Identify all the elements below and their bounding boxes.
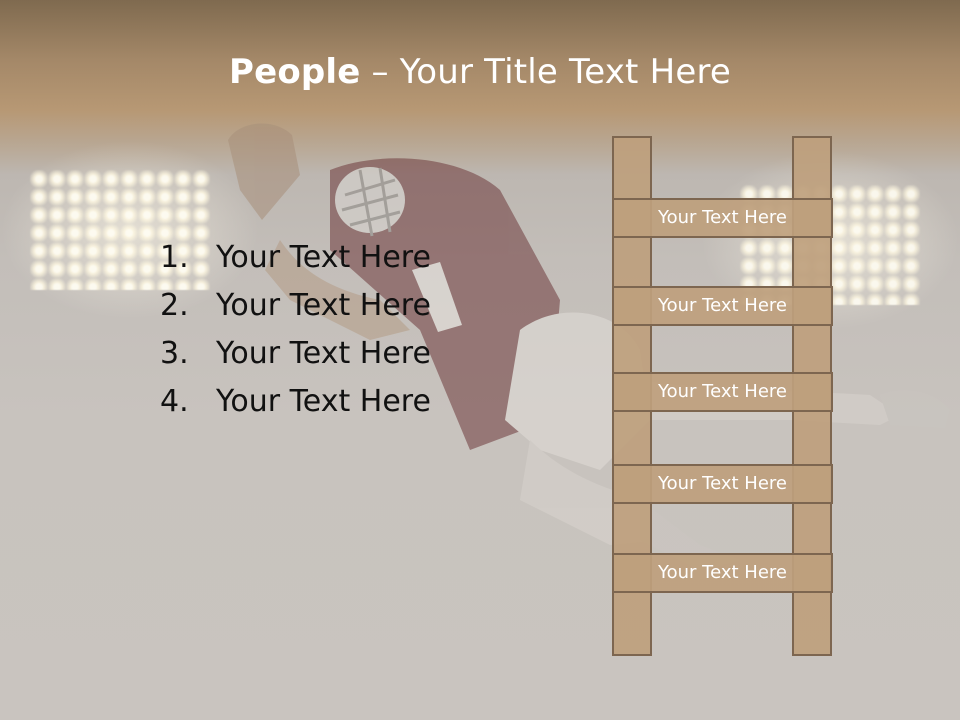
list-item-number: 2. xyxy=(160,288,189,323)
title-rest-part: – Your Title Text Here xyxy=(360,52,732,92)
list-item-text: Your Text Here xyxy=(216,240,431,275)
slide-title: People – Your Title Text Here xyxy=(0,52,960,92)
stadium-lights-left-image xyxy=(30,170,210,290)
list-item-number: 4. xyxy=(160,384,189,419)
list-item-number: 3. xyxy=(160,336,189,371)
numbered-list: 1. Your Text Here 2. Your Text Here 3. Your… xyxy=(160,234,431,426)
list-item-text: Your Text Here xyxy=(216,384,431,419)
list-item-number: 1. xyxy=(160,240,189,275)
ladder-rung-3[interactable]: Your Text Here xyxy=(612,372,833,412)
list-item: 2. Your Text Here xyxy=(160,282,431,330)
list-item: 3. Your Text Here xyxy=(160,330,431,378)
ladder-rung-4[interactable]: Your Text Here xyxy=(612,464,833,504)
list-item-text: Your Text Here xyxy=(216,288,431,323)
list-item: 4. Your Text Here xyxy=(160,378,431,426)
list-item-text: Your Text Here xyxy=(216,336,431,371)
title-bold-part: People xyxy=(228,52,361,92)
ladder-rung-2[interactable]: Your Text Here xyxy=(612,286,833,326)
list-item: 1. Your Text Here xyxy=(160,234,431,282)
ladder-rung-5[interactable]: Your Text Here xyxy=(612,553,833,593)
ladder-rung-1[interactable]: Your Text Here xyxy=(612,198,833,238)
